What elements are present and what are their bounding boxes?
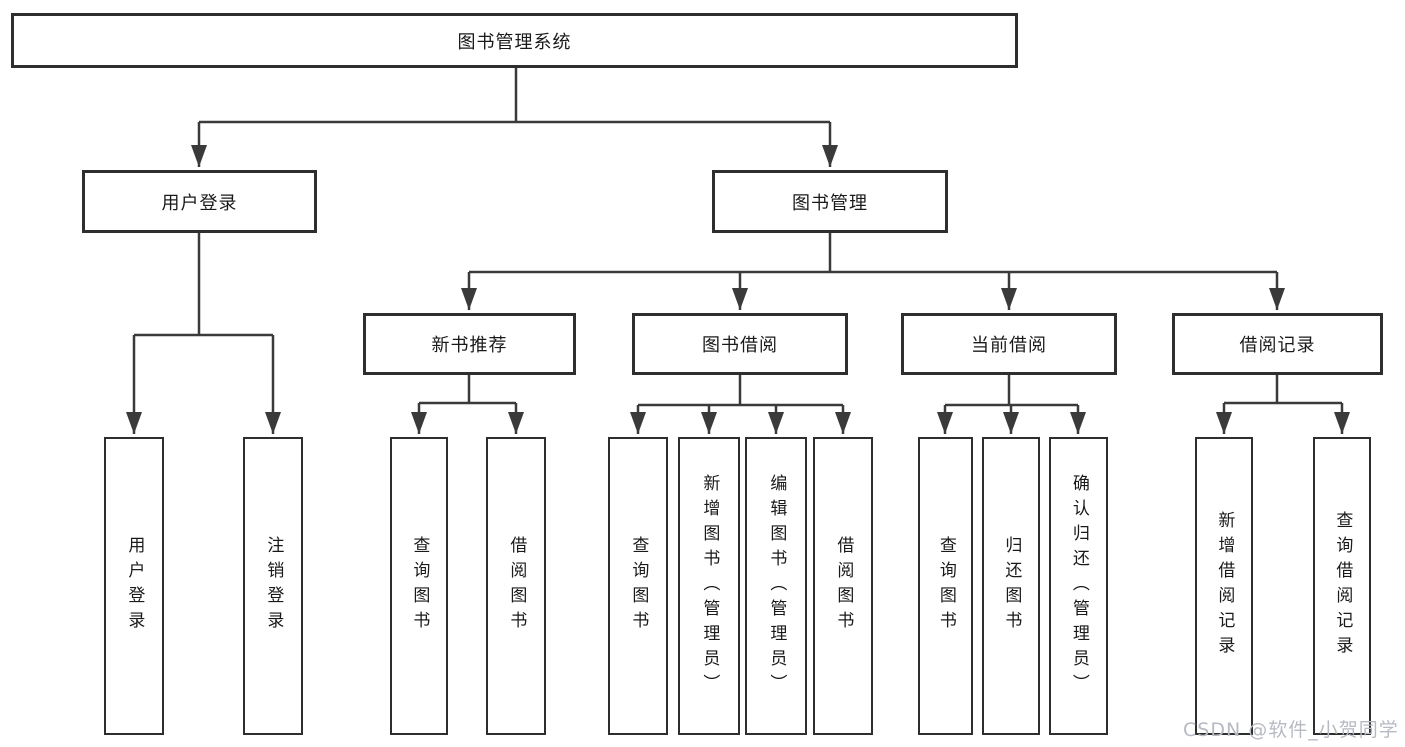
node-new-book-recommend: 新书推荐 [363,313,576,375]
leaf-add-borrow-record: 新增借阅记录 [1195,437,1253,735]
watermark: CSDN @软件_小贺同学 [1183,719,1399,741]
node-book-borrow: 图书借阅 [632,313,848,375]
node-root: 图书管理系统 [11,13,1018,68]
leaf-query-books-current: 查询图书 [918,437,973,735]
leaf-borrow-books: 借阅图书 [813,437,873,735]
leaf-add-books-admin: 新增图书（管理员） [678,437,740,735]
node-current-borrow: 当前借阅 [901,313,1117,375]
leaf-query-borrow-record: 查询借阅记录 [1313,437,1371,735]
leaf-logout: 注销登录 [243,437,303,735]
leaf-confirm-return-admin: 确认归还（管理员） [1049,437,1108,735]
leaf-query-books-borrow: 查询图书 [608,437,668,735]
leaf-return-books: 归还图书 [982,437,1040,735]
leaf-user-login: 用户登录 [104,437,164,735]
connector-lines [134,68,1342,407]
node-book-management: 图书管理 [712,170,948,233]
connector-arrows [126,122,1350,434]
leaf-query-books-recommend: 查询图书 [390,437,448,735]
node-borrow-records: 借阅记录 [1172,313,1383,375]
leaf-edit-books-admin: 编辑图书（管理员） [745,437,807,735]
node-user-login: 用户登录 [82,170,317,233]
leaf-borrow-books-recommend: 借阅图书 [486,437,546,735]
